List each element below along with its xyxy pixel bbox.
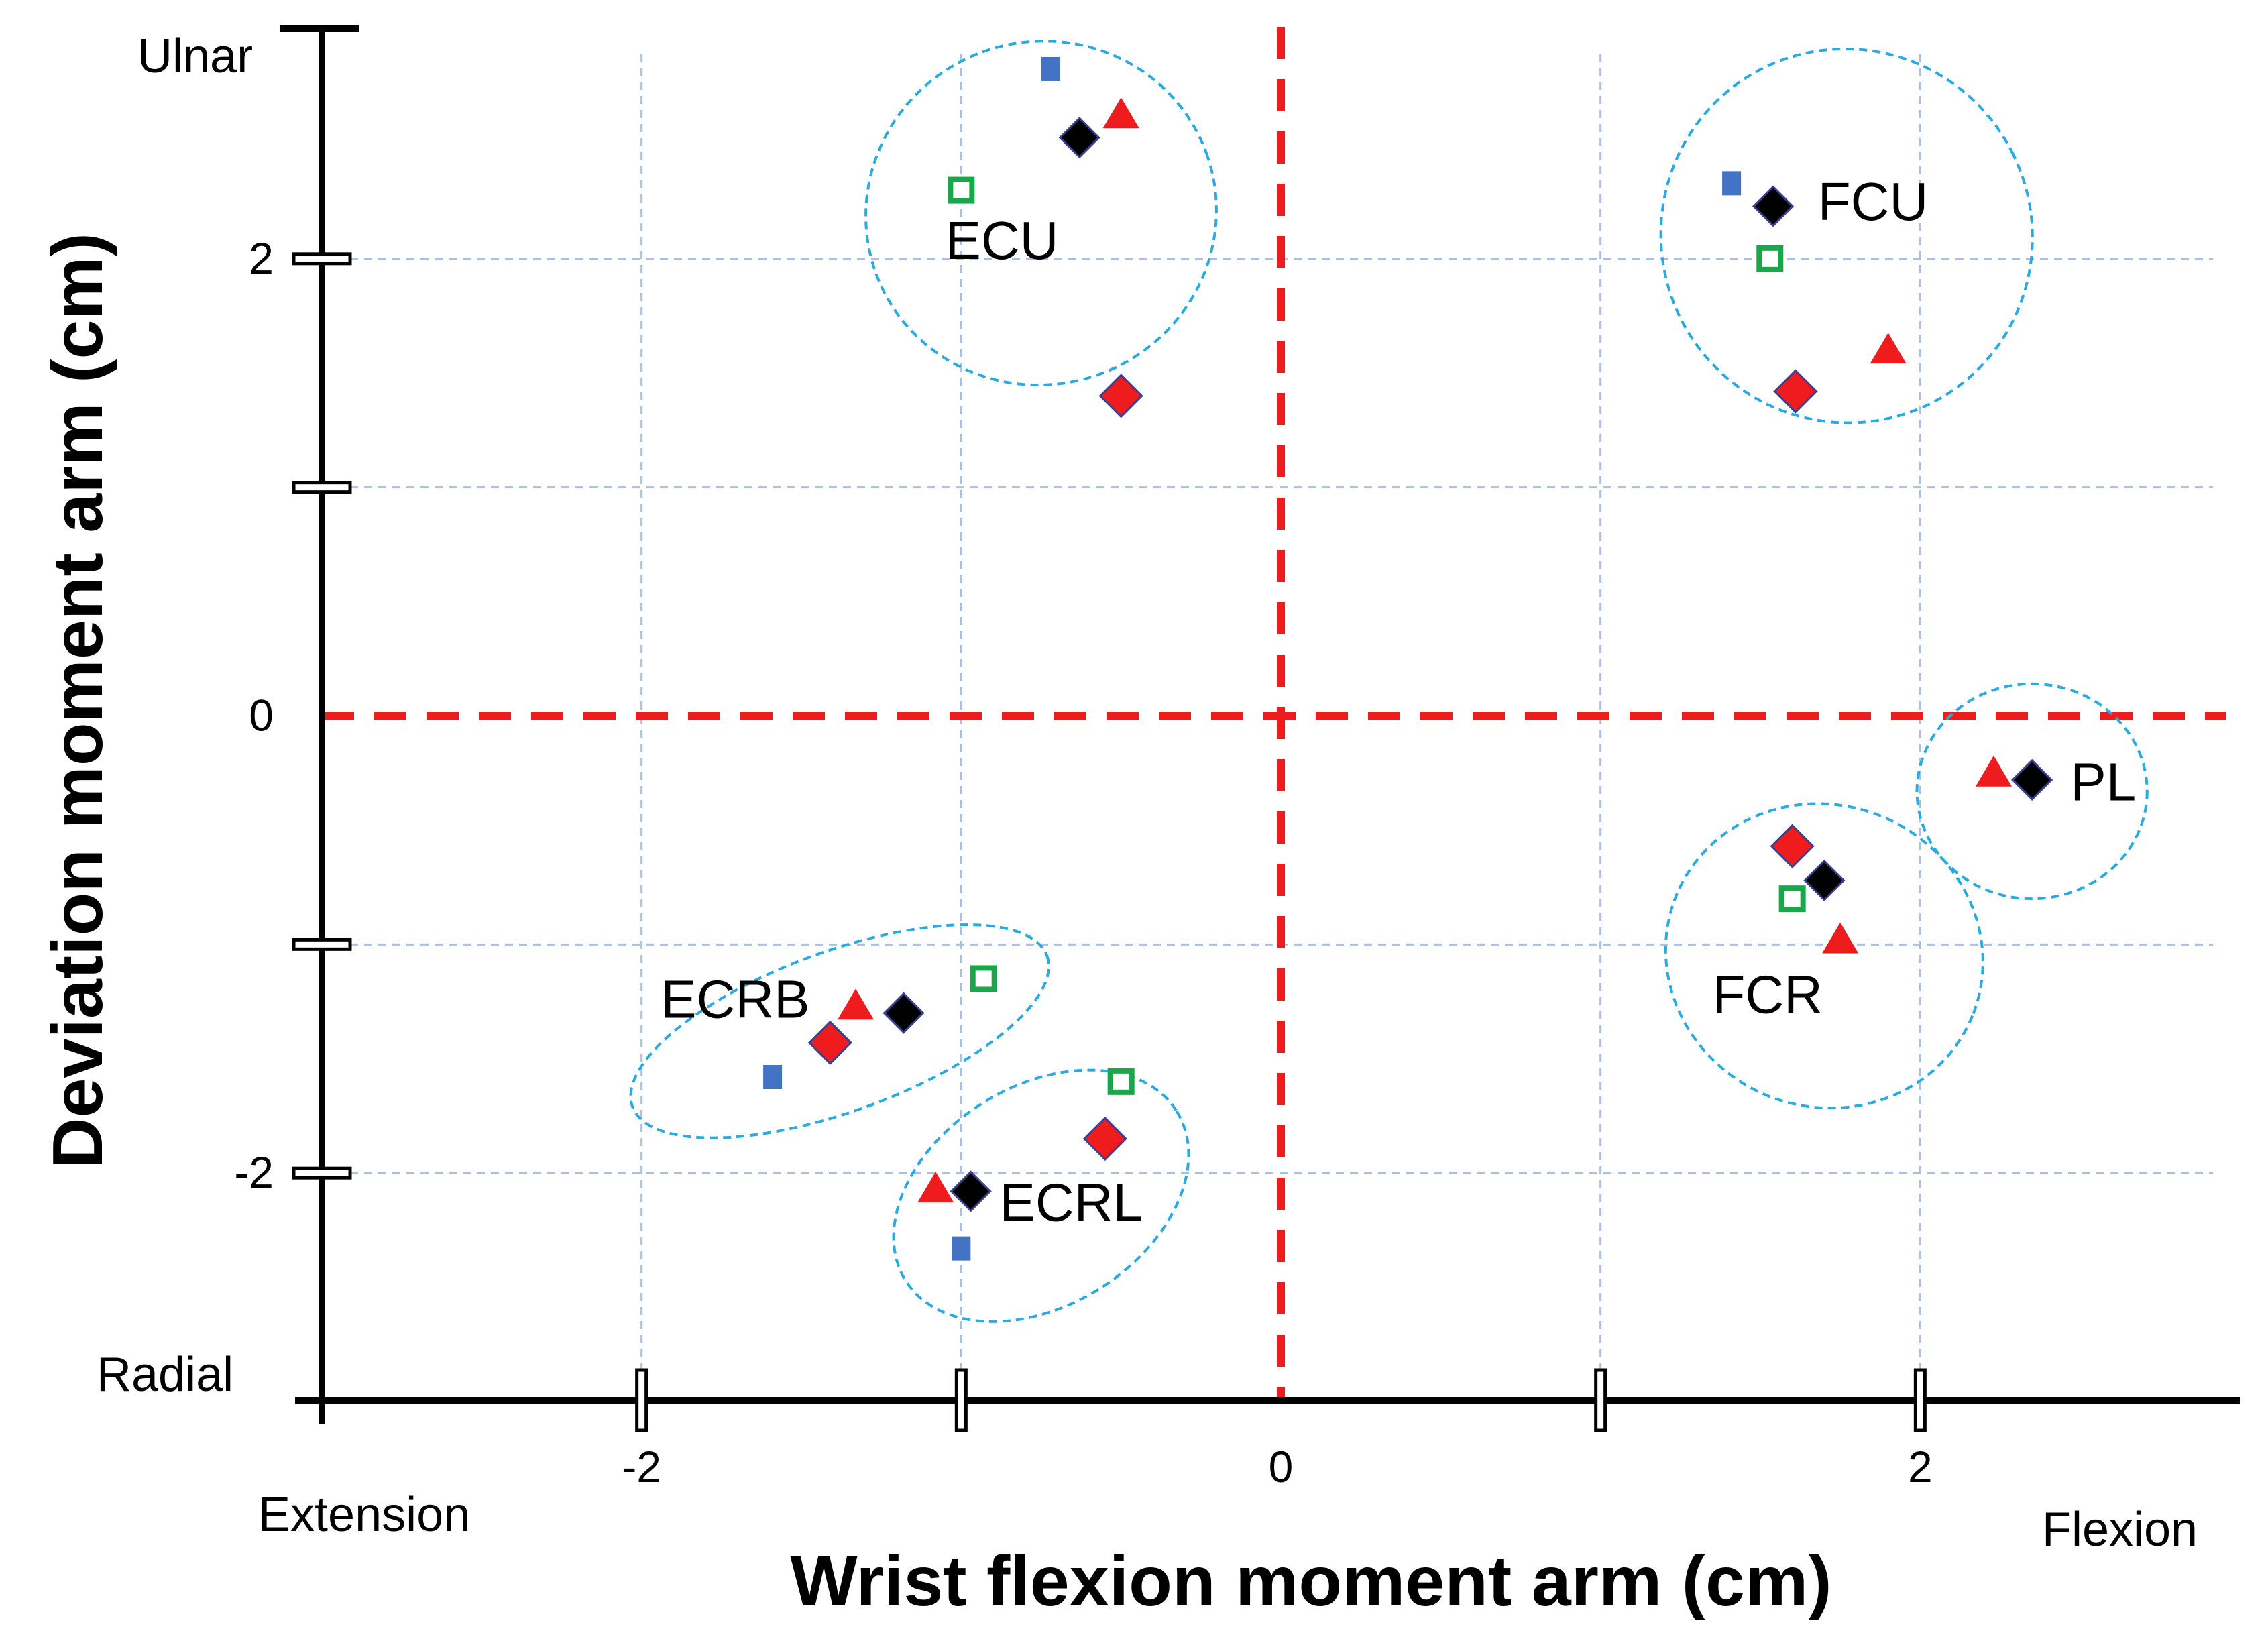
x-tick-label: 0 (1269, 1442, 1294, 1491)
x-tick (1594, 1368, 1607, 1432)
green-open-square-marker (1778, 885, 1806, 913)
green-open-square-marker (1756, 245, 1784, 272)
red-triangle-marker (838, 988, 874, 1020)
red-triangle-marker (1822, 922, 1859, 954)
red-triangle-marker (1975, 755, 2012, 787)
blue-square-marker (1722, 171, 1742, 196)
group-ellipses (629, 40, 2149, 1323)
y-tick-label: -2 (234, 1147, 274, 1197)
red-triangle-marker (1102, 97, 1139, 129)
labels: Ulnar Radial Extension Flexion Wrist fle… (38, 30, 2198, 1621)
blue-square-marker (763, 1065, 783, 1090)
x-direction-label-left: Extension (258, 1488, 470, 1542)
group-label-ecrb: ECRB (661, 969, 809, 1029)
group-ellipse (629, 923, 1050, 1139)
y-tick (292, 481, 352, 494)
green-open-square-marker (970, 965, 997, 992)
group-ellipse (1915, 682, 2149, 901)
green-open-square-marker (1107, 1068, 1135, 1095)
red-triangle-marker (1870, 333, 1907, 364)
y-tick (292, 252, 352, 266)
red-diamond-marker (1773, 369, 1818, 414)
y-tick (292, 938, 352, 951)
black-diamond-marker (2011, 758, 2053, 801)
x-tick (1913, 1368, 1927, 1432)
data-points (763, 56, 2053, 1261)
group-label-pl: PL (2070, 752, 2136, 812)
x-tick (954, 1368, 968, 1432)
black-diamond-marker (1803, 859, 1846, 902)
group-ellipse (1664, 802, 1984, 1110)
y-direction-label-bottom: Radial (97, 1348, 233, 1402)
red-diamond-marker (1098, 374, 1143, 418)
black-diamond-marker (883, 992, 925, 1034)
black-diamond-marker (1752, 185, 1795, 227)
y-tick-label: 2 (249, 233, 274, 283)
x-tick (635, 1368, 648, 1432)
group-label-ecu: ECU (946, 211, 1059, 270)
blue-square-marker (952, 1236, 971, 1261)
group-ellipse (892, 1068, 1190, 1323)
red-diamond-marker (1082, 1116, 1127, 1161)
x-tick-label: -2 (622, 1442, 661, 1491)
group-label-fcr: FCR (1713, 965, 1823, 1025)
group-ellipse (864, 40, 1218, 387)
red-diamond-marker (807, 1020, 853, 1066)
red-diamond-marker (1770, 824, 1815, 868)
black-diamond-marker (950, 1170, 992, 1212)
y-tick-label: 0 (249, 691, 274, 740)
black-diamond-marker (1058, 117, 1100, 159)
blue-square-marker (1041, 56, 1060, 81)
y-axis-title: Deviation moment arm (cm) (38, 233, 117, 1169)
x-direction-label-right: Flexion (2042, 1503, 2198, 1556)
red-triangle-marker (917, 1172, 954, 1203)
y-tick (292, 1166, 352, 1180)
group-ellipse (1659, 47, 2034, 424)
zero-lines (322, 27, 2226, 1400)
green-open-square-marker (948, 176, 975, 204)
group-label-fcu: FCU (1818, 172, 1928, 231)
y-direction-label-top: Ulnar (137, 30, 253, 83)
axes (280, 25, 2240, 1432)
x-tick-label: 2 (1908, 1442, 1933, 1491)
x-axis-title: Wrist flexion moment arm (cm) (791, 1542, 1832, 1621)
group-label-ecrl: ECRL (1000, 1173, 1143, 1233)
gridlines (322, 54, 2213, 1400)
